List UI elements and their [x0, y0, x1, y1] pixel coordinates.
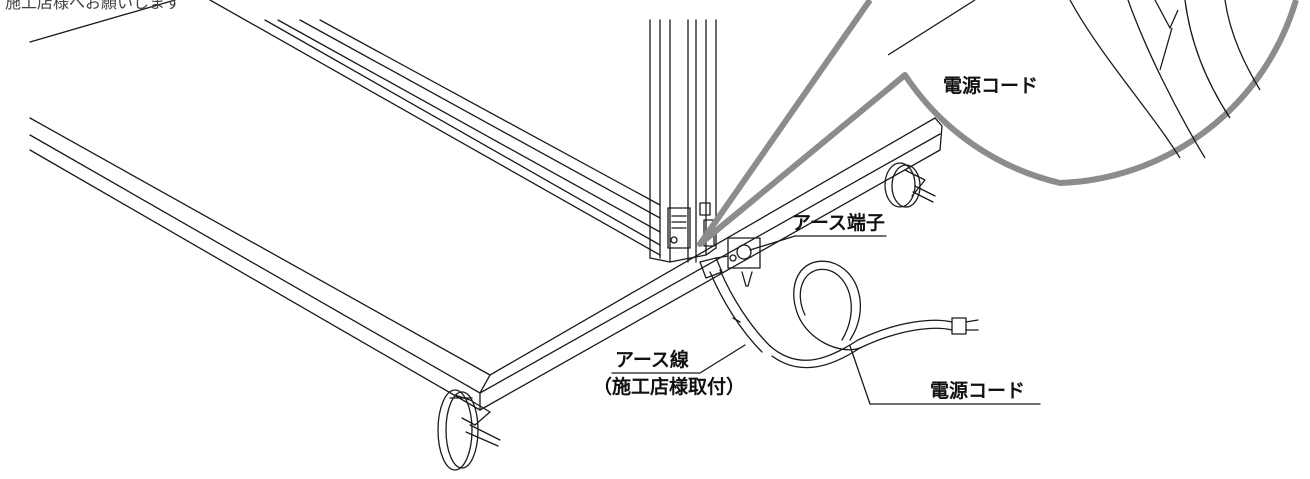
label-power-cord-zoom: 電源コード: [943, 75, 1039, 97]
zoom-callout: [697, 0, 1299, 247]
power-cord-drawing: [769, 260, 979, 369]
terminal-box: [699, 237, 761, 279]
caster-front: [437, 389, 501, 471]
label-power-cord: 電源コード: [930, 380, 1026, 402]
label-earth-wire: アース線: [615, 349, 689, 371]
earth-wire-drawing: [709, 269, 771, 353]
label-earth-wire-note: （施工店様取付）: [593, 376, 746, 398]
label-earth-terminal: アース端子: [792, 212, 885, 234]
base-platform: [29, 0, 943, 411]
caster-back: [884, 162, 936, 208]
panel-board: [264, 19, 661, 246]
frame-posts: [649, 19, 717, 263]
top-cropped-text: 施工店様へお願いします: [5, 0, 182, 12]
